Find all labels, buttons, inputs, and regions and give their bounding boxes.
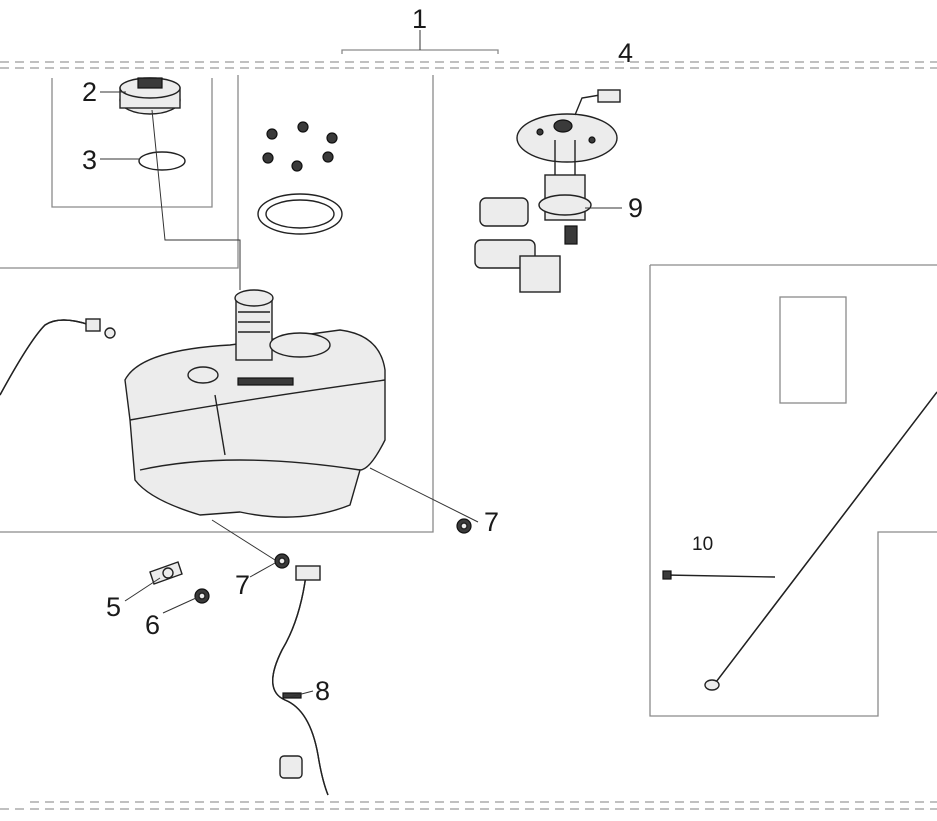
cap-gasket [138, 151, 186, 171]
screw-set [262, 121, 338, 172]
scan-artifact-lines [0, 61, 937, 810]
cable-tie [662, 570, 776, 580]
bracket-clip [149, 561, 183, 585]
leader-lines [100, 30, 622, 698]
fuel-tank [124, 289, 386, 518]
label-plate [779, 296, 847, 404]
straight-tube [704, 391, 937, 691]
callout-6: 6 [145, 610, 160, 640]
filler-cap [119, 77, 181, 115]
retaining-ring [257, 193, 343, 235]
grommet-lower [274, 553, 290, 569]
callout-1: 1 [412, 4, 427, 34]
fuel-hose [272, 565, 329, 796]
callout-2: 2 [82, 77, 97, 107]
fuel-pump [474, 89, 621, 293]
callout-7-right: 7 [484, 507, 499, 537]
grommet-right [456, 518, 472, 534]
clip-nut [194, 588, 210, 604]
callout-7-lower: 7 [235, 570, 250, 600]
callout-10: 10 [692, 534, 713, 555]
callout-5: 5 [106, 592, 121, 622]
callout-4: 4 [618, 38, 633, 68]
vent-hose [0, 318, 116, 396]
callout-8: 8 [315, 676, 330, 706]
callout-9: 9 [628, 193, 643, 223]
callout-3: 3 [82, 145, 97, 175]
